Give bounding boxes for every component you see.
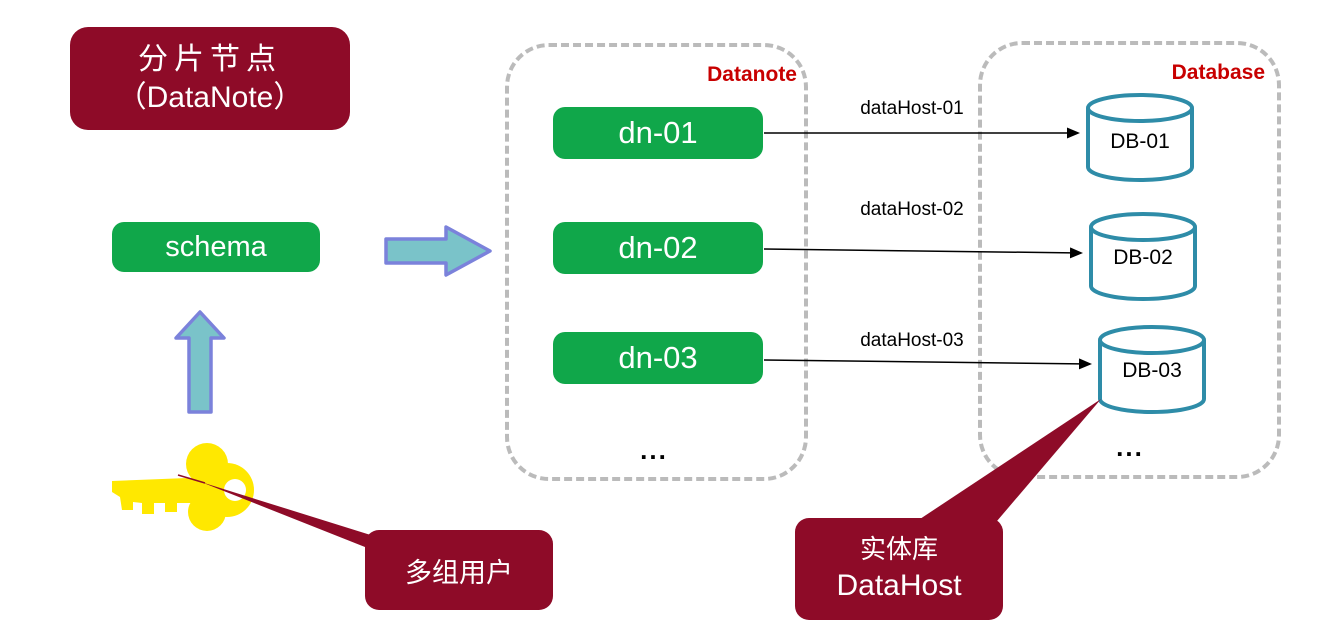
database-cylinder-icon-db02	[1089, 212, 1197, 301]
up-arrow-icon	[174, 310, 226, 414]
database-group-container	[978, 41, 1281, 479]
datanote-ellipsis: ...	[640, 435, 668, 465]
title-line2: （DataNote）	[116, 80, 304, 114]
datahost-callout-line1: 实体库	[859, 535, 938, 566]
database-group-label: Database	[1171, 61, 1265, 84]
dn-03-label: dn-03	[618, 340, 698, 375]
datahost-03-label: dataHost-03	[860, 330, 964, 351]
datahost-callout-pointer	[917, 399, 1101, 521]
dn-01-label: dn-01	[618, 115, 698, 150]
database-cylinder-icon-db01	[1086, 93, 1194, 182]
database-ellipsis: ...	[1116, 432, 1144, 462]
connector-dn03-db03	[763, 358, 1092, 370]
dn-02-node: dn-02	[553, 222, 763, 274]
database-cylinder-icon-db03	[1098, 325, 1206, 414]
datahost-02-label: dataHost-02	[860, 199, 964, 220]
title-line1: 分片节点	[138, 42, 282, 77]
users-callout-pointer-line	[177, 474, 206, 484]
datahost-callout-line2: DataHost	[836, 568, 962, 602]
db-02-label: DB-02	[1113, 246, 1173, 269]
schema-label: schema	[165, 230, 267, 263]
dn-01-node: dn-01	[553, 107, 763, 159]
datanote-group-container	[505, 43, 808, 481]
right-arrow-icon	[384, 225, 492, 277]
connector-dn02-db02	[763, 247, 1083, 259]
dn-02-label: dn-02	[618, 230, 698, 265]
users-callout-label: 多组用户	[405, 557, 513, 589]
users-callout: 多组用户	[365, 530, 553, 610]
db-01-label: DB-01	[1110, 130, 1170, 153]
db-03-label: DB-03	[1122, 359, 1182, 382]
datahost-callout: 实体库 DataHost	[795, 518, 1003, 620]
datanote-group-label: Datanote	[707, 63, 797, 86]
title-box: 分片节点 （DataNote）	[70, 27, 350, 130]
schema-node: schema	[112, 222, 320, 272]
datahost-01-label: dataHost-01	[860, 98, 964, 119]
key-icon	[112, 443, 254, 531]
dn-03-node: dn-03	[553, 332, 763, 384]
